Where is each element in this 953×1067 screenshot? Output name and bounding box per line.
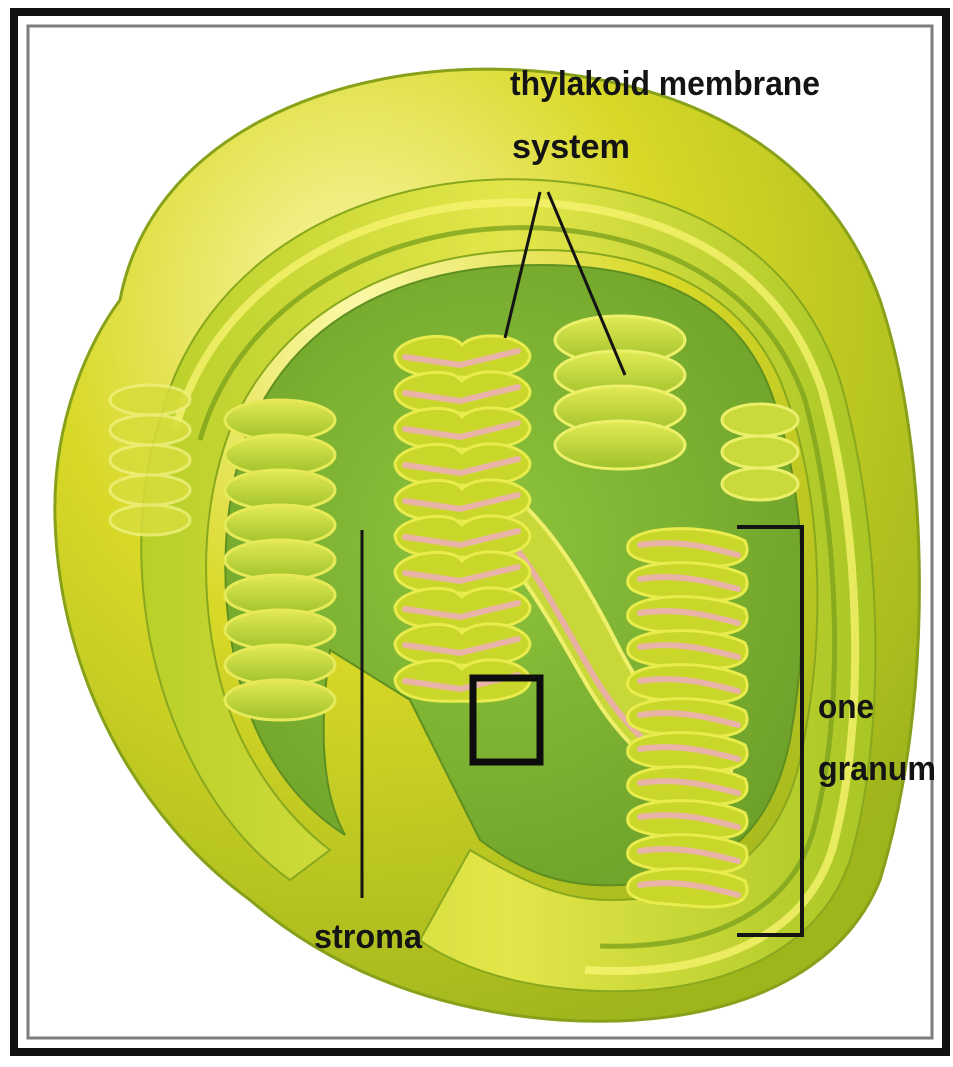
- left-granum-stack: [225, 400, 335, 720]
- thylakoid-disc-body: [628, 665, 747, 703]
- front-thylakoid-disc: [628, 563, 747, 601]
- front-thylakoid-disc: [628, 801, 747, 839]
- thylakoid-disc-body: [628, 869, 747, 907]
- thylakoid-disc-body: [628, 563, 747, 601]
- front-thylakoid-disc: [628, 597, 747, 635]
- thylakoid-disc-body: [628, 801, 747, 839]
- label-granum-line1: one: [818, 688, 874, 726]
- upper-granum-stack: [555, 316, 685, 469]
- thylakoid-disc-body: [628, 529, 747, 567]
- label-granum-line2: granum: [818, 750, 936, 788]
- central-granum-cut: [395, 336, 530, 701]
- thylakoid-disc-body: [628, 699, 747, 737]
- thylakoid-disc-body: [628, 597, 747, 635]
- thylakoid-disc-body: [628, 767, 747, 805]
- front-thylakoid-disc: [628, 529, 747, 567]
- label-stroma: stroma: [314, 918, 423, 956]
- rim-granum-stack: [110, 385, 190, 535]
- front-granum-cut: [628, 529, 747, 907]
- thylakoid-disc-body: [628, 631, 747, 669]
- label-thylakoid-line1: thylakoid membrane: [510, 65, 820, 103]
- front-thylakoid-disc: [628, 869, 747, 907]
- front-thylakoid-disc: [628, 665, 747, 703]
- front-thylakoid-disc: [628, 631, 747, 669]
- thylakoid-disc-body: [628, 835, 747, 873]
- front-thylakoid-disc: [628, 699, 747, 737]
- back-right-granum-stack: [722, 404, 798, 500]
- front-thylakoid-disc: [628, 733, 747, 771]
- front-thylakoid-disc: [628, 835, 747, 873]
- front-thylakoid-disc: [628, 767, 747, 805]
- thylakoid-disc-body: [628, 733, 747, 771]
- label-thylakoid-line2: system: [512, 128, 630, 166]
